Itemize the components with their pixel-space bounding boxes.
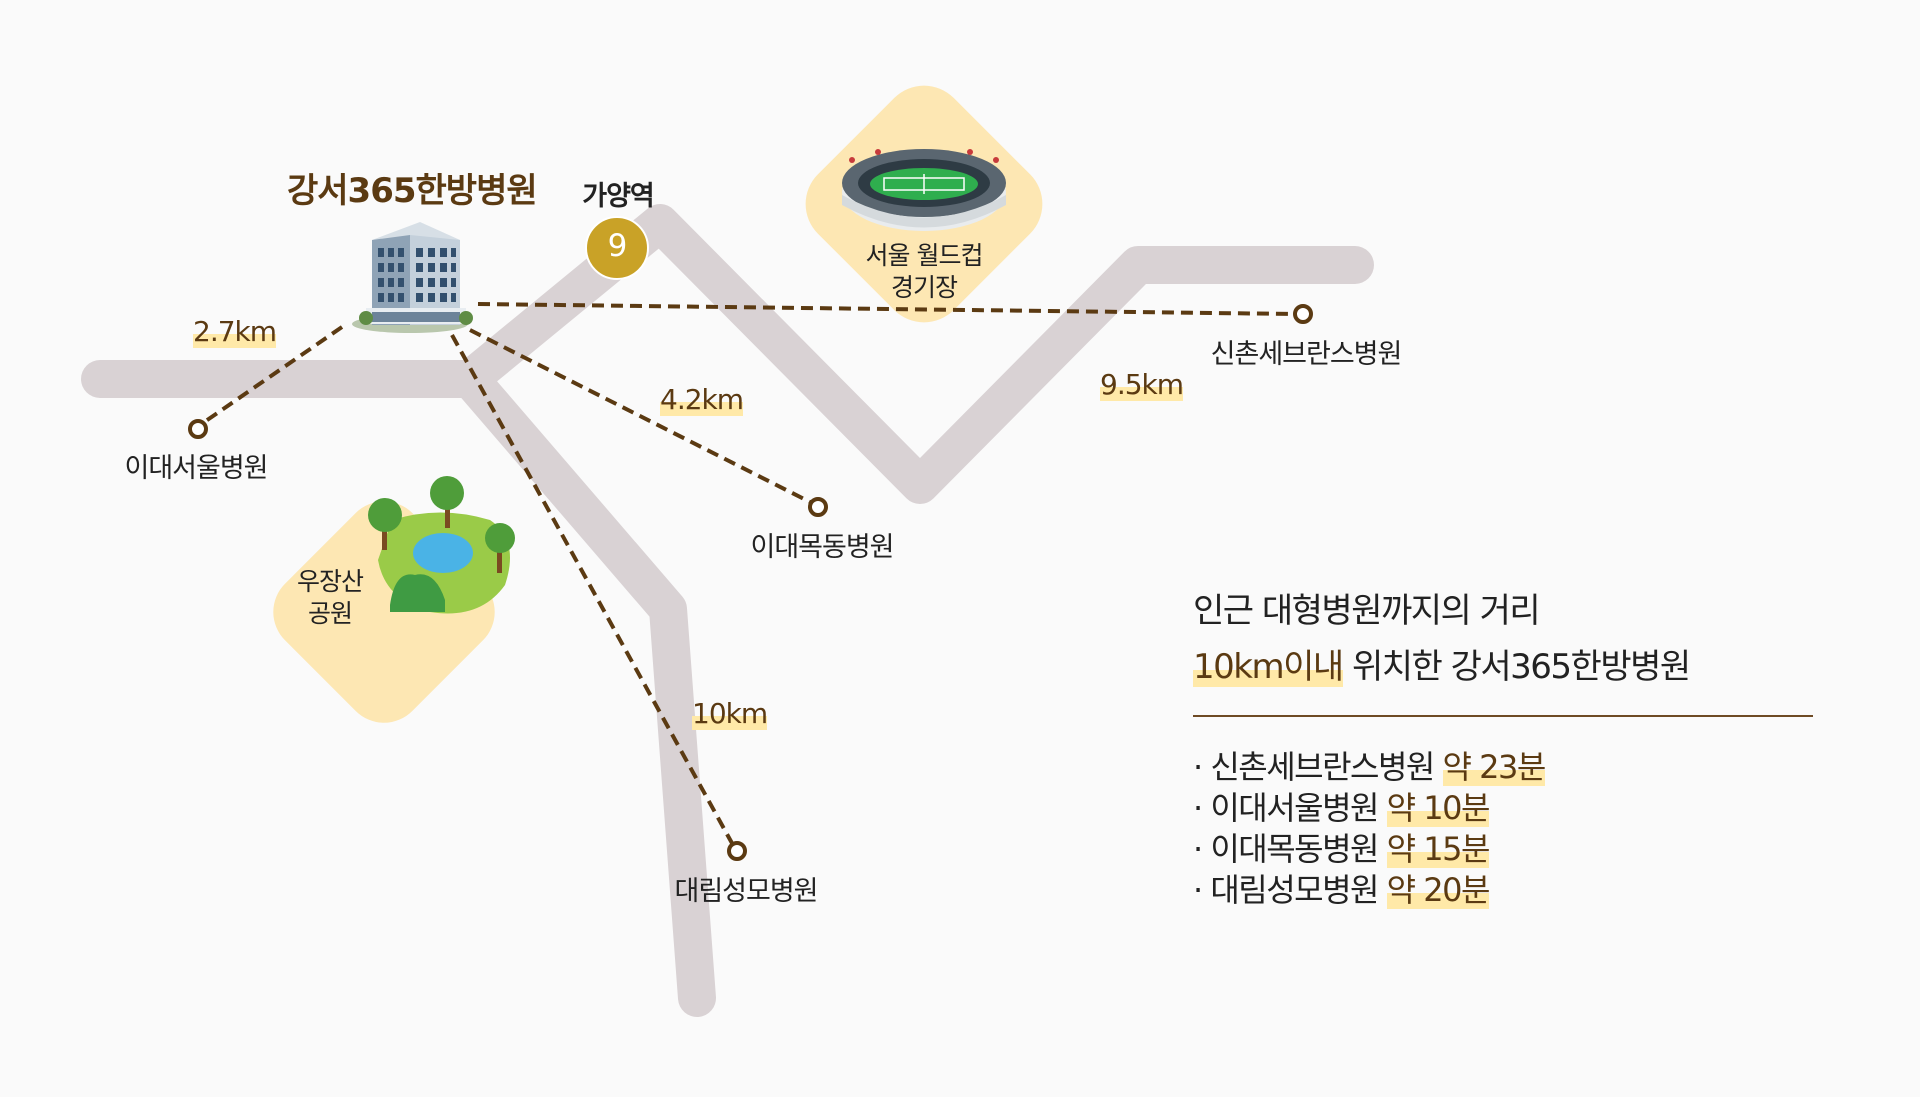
summary-item: · 이대목동병원 약 15분 — [1193, 829, 1813, 870]
station-marker — [585, 216, 649, 280]
destination-name-mokdong: 이대목동병원 — [750, 532, 894, 563]
summary-item-time: 약 20분 — [1386, 871, 1490, 909]
park-label: 우장산 공원 — [296, 566, 364, 630]
road-south — [451, 360, 716, 1017]
marker-severance — [1293, 304, 1313, 324]
bullet: · — [1193, 830, 1211, 868]
summary-item-time: 약 10분 — [1386, 789, 1490, 827]
summary-heading-line2: 10km이내 위치한 강서365한방병원 — [1193, 639, 1813, 695]
summary-item-name: 대림성모병원 — [1210, 871, 1379, 909]
destination-name-daerim: 대림성모병원 — [674, 876, 818, 907]
routes — [198, 302, 1296, 846]
destination-name-severance: 신촌세브란스병원 — [1210, 339, 1403, 370]
route-daerim — [450, 334, 735, 846]
stadium-label-line1: 서울 월드컵 — [865, 241, 984, 270]
destination-name-seoul: 이대서울병원 — [124, 453, 268, 484]
summary-heading-line1: 인근 대형병원까지의 거리 — [1193, 591, 1541, 631]
distance-label-mokdong: 4.2km — [660, 383, 744, 416]
destination-markers — [188, 304, 1313, 861]
route-severance — [477, 302, 1296, 316]
summary-item-name: 이대목동병원 — [1210, 830, 1379, 868]
roads — [81, 204, 1374, 1017]
summary-list: · 신촌세브란스병원 약 23분 · 이대서울병원 약 10분 · 이대목동병원… — [1193, 747, 1813, 911]
stadium-icon — [842, 149, 1006, 231]
summary-item-name: 이대서울병원 — [1210, 789, 1379, 827]
distance-label-severance: 9.5km — [1100, 368, 1184, 401]
summary-item: · 대림성모병원 약 20분 — [1193, 870, 1813, 911]
summary-item: · 이대서울병원 약 10분 — [1193, 788, 1813, 829]
summary-heading-rest: 위치한 강서365한방병원 — [1342, 647, 1691, 687]
summary-item-time: 약 23분 — [1442, 748, 1546, 786]
summary-heading-accent: 10km이내 — [1193, 647, 1344, 687]
marker-seoul — [188, 419, 208, 439]
stadium-label-line2: 경기장 — [890, 273, 958, 302]
hospital-name: 강서365한방병원 — [287, 171, 538, 211]
park-label-line2: 공원 — [307, 599, 353, 628]
station-name: 가양역 — [582, 181, 655, 212]
bullet: · — [1193, 748, 1211, 786]
summary-divider — [1193, 715, 1813, 717]
route-seoul — [198, 325, 344, 427]
station-line-number: 9 — [607, 228, 628, 264]
distance-label-seoul: 2.7km — [193, 315, 277, 348]
stadium-label: 서울 월드컵 경기장 — [865, 240, 984, 304]
park-icon — [368, 476, 515, 614]
route-mokdong — [469, 328, 813, 505]
summary-panel: 인근 대형병원까지의 거리 10km이내 위치한 강서365한방병원 · 신촌세… — [1193, 583, 1813, 911]
marker-mokdong — [808, 497, 828, 517]
summary-item-name: 신촌세브란스병원 — [1210, 748, 1435, 786]
summary-item-time: 약 15분 — [1386, 830, 1490, 868]
marker-daerim — [727, 841, 747, 861]
distance-label-daerim: 10km — [692, 697, 768, 730]
summary-item: · 신촌세브란스병원 약 23분 — [1193, 747, 1813, 788]
road-main — [451, 204, 1374, 504]
bullet: · — [1193, 789, 1211, 827]
bullet: · — [1193, 871, 1211, 909]
building-icon — [352, 222, 473, 333]
park-label-line1: 우장산 — [296, 567, 364, 596]
